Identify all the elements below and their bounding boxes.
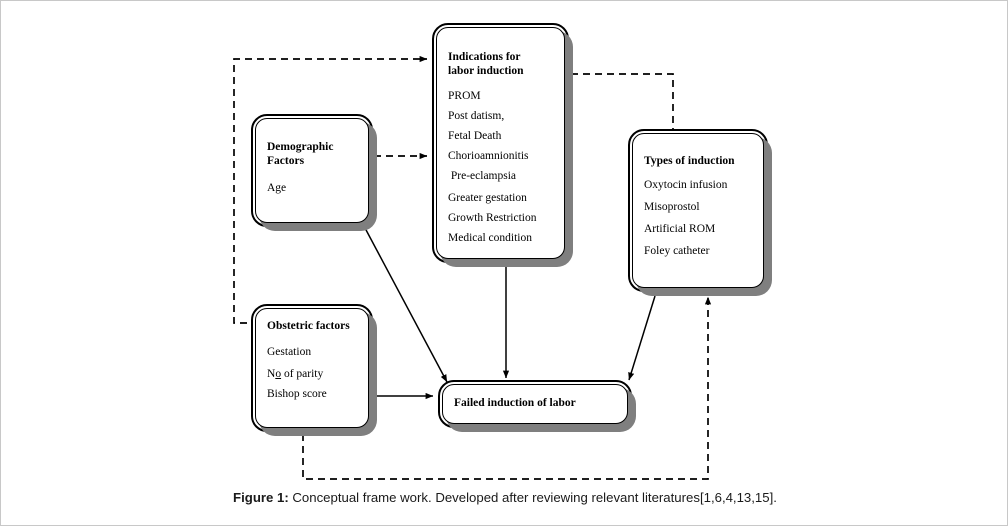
list-item: Age [267,182,287,194]
list-item: Oxytocin infusion [644,178,728,191]
node-title: Obstetric factors [267,320,350,332]
node-body: Types of induction Oxytocin infusion Mis… [630,131,766,273]
list-item: Misoprostol [644,200,700,213]
node-obstetric-factors[interactable]: Obstetric factors Gestation No of parity… [251,304,377,436]
list-item: Growth Restriction [448,212,537,224]
node-title: Failed induction of labor [454,397,576,409]
node-body: Failed induction of labor [440,382,630,411]
list-item: Pre-eclampsia [448,170,517,182]
list-item: Fetal Death [448,130,502,142]
box-inner-border [632,133,764,288]
list-item: Greater gestation [448,192,527,204]
list-item: Gestation [267,345,312,358]
parity-prefix: N [267,367,276,380]
box-inner-border [436,27,565,259]
figure-caption: Figure 1: Conceptual frame work. Develop… [1,490,1007,505]
node-failed-induction-of-labor[interactable]: Failed induction of labor [438,380,636,432]
node-body: Obstetric factors Gestation No of parity… [253,306,371,416]
node-title: Indications for labor induction [448,51,524,77]
list-item-no-of-parity: No of parity [267,368,359,381]
connector-types-to-failed [628,295,656,381]
node-types-of-induction[interactable]: Types of induction Oxytocin infusion Mis… [628,129,772,296]
list-item: Bishop score [267,387,327,400]
list-item: Foley catheter [644,244,710,257]
list-item: Medical condition [448,232,532,244]
node-title: Types of induction [644,155,735,167]
node-title: Demographic Factors [267,141,334,167]
node-demographic-factors[interactable]: Demographic Factors Age [251,114,377,231]
list-item: Chorioamnionitis [448,150,529,162]
node-body: Indications for labor induction PROM Pos… [434,25,567,258]
figure-caption-text: Conceptual frame work. Developed after r… [288,490,777,505]
node-indications-for-labor-induction[interactable]: Indications for labor induction PROM Pos… [432,23,573,267]
connector-indications-to-types [571,73,674,131]
list-item: Post datism, [448,110,505,122]
node-body: Demographic Factors Age [253,116,371,210]
parity-suffix: of parity [281,367,324,380]
list-item: PROM [448,90,481,102]
parity-underlined-o: o [275,367,282,380]
figure-caption-label: Figure 1: [233,490,289,505]
list-item: Artificial ROM [644,222,716,235]
